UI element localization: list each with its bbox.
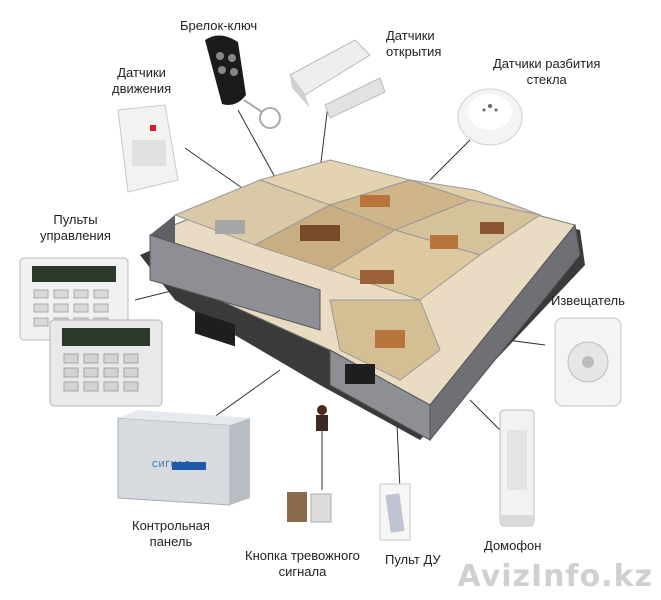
- motion-sensor-device: [117, 104, 179, 193]
- label-panic-button: Кнопка тревожного сигнала: [245, 548, 360, 580]
- label-main-panel-line2: панель: [149, 534, 193, 549]
- main-panel-brand: СИГНАЛ: [152, 460, 191, 469]
- label-panic-button-line1: Кнопка тревожного: [245, 548, 360, 563]
- interior-rooms: [173, 159, 542, 381]
- label-control-panels-line2: управления: [40, 228, 111, 243]
- label-motion-sensors-line1: Датчики: [117, 65, 166, 80]
- label-glass-sensors: Датчики разбития стекла: [493, 56, 600, 88]
- door-sensor-device: [289, 39, 386, 119]
- label-siren: Извещатель: [551, 293, 625, 308]
- glass-break-device: [457, 88, 523, 146]
- label-intercom: Домофон: [484, 538, 542, 553]
- label-keyfob: Брелок-ключ: [180, 18, 258, 33]
- label-open-sensors: Датчики открытия: [386, 28, 441, 60]
- intruder-figure: [316, 405, 328, 431]
- main-panel-device: [117, 410, 250, 506]
- label-panic-button-line2: сигнала: [278, 564, 327, 579]
- label-main-panel-line1: Контрольная: [132, 518, 210, 533]
- label-main-panel: Контрольная панель: [132, 518, 210, 550]
- label-remote: Пульт ДУ: [385, 552, 441, 567]
- panic-button-device: [287, 492, 332, 523]
- keypad-panel-2: [49, 319, 163, 407]
- label-control-panels-line1: Пульты: [53, 212, 98, 227]
- label-glass-sensors-line1: Датчики разбития: [493, 56, 601, 71]
- intercom-device: [499, 409, 535, 527]
- house-walls: [149, 215, 581, 442]
- watermark: AvizInfo.kz: [457, 559, 653, 594]
- remote-device: [379, 483, 411, 541]
- label-open-sensors-line2: открытия: [386, 44, 442, 59]
- siren-device: [554, 317, 622, 407]
- keyfob-device: [205, 35, 281, 129]
- label-control-panels: Пульты управления: [40, 212, 111, 244]
- label-motion-sensors: Датчики движения: [112, 65, 171, 97]
- label-motion-sensors-line2: движения: [112, 81, 172, 96]
- label-glass-sensors-line2: стекла: [526, 72, 567, 87]
- label-open-sensors-line1: Датчики: [386, 28, 435, 43]
